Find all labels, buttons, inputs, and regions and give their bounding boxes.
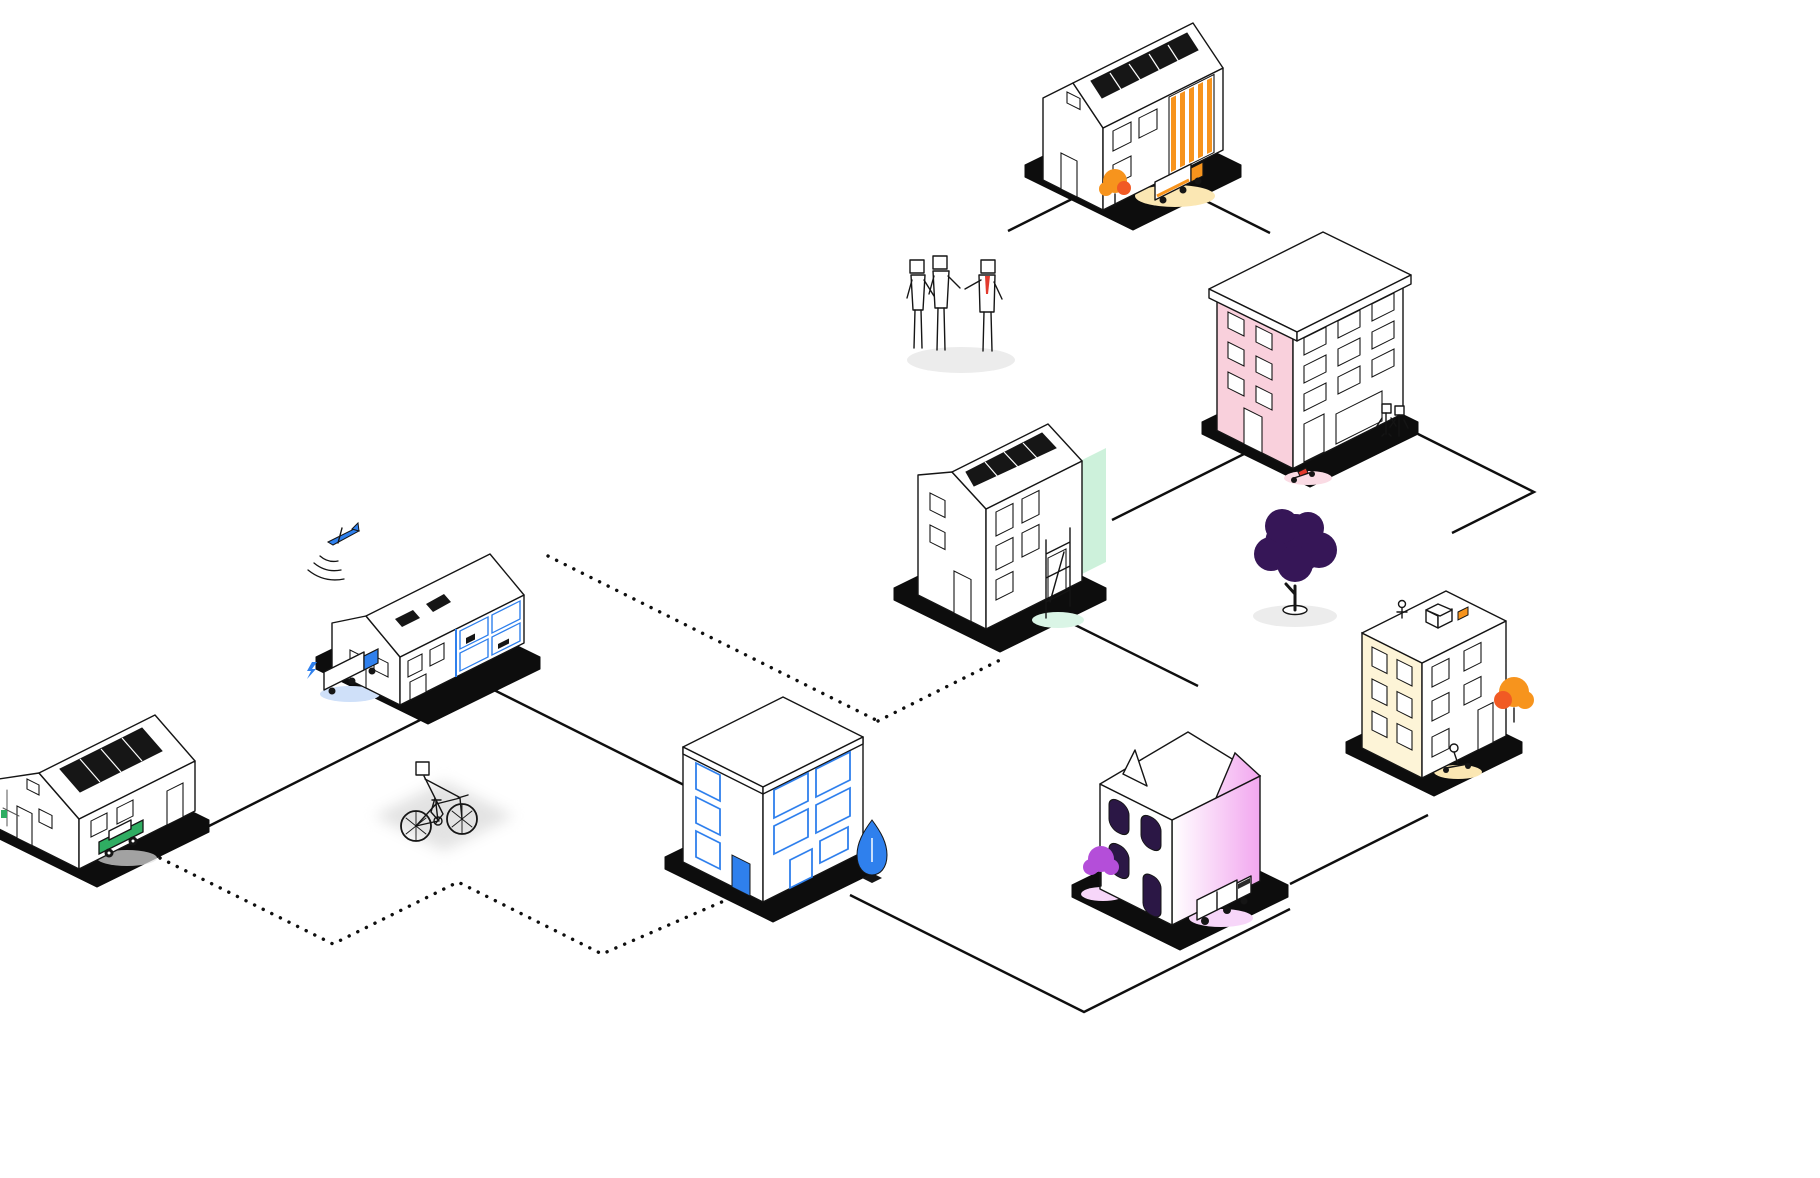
blue-door — [731, 854, 751, 897]
airplane-icon — [307, 521, 361, 581]
scooter — [1291, 467, 1315, 483]
residents — [1376, 403, 1409, 437]
pink-apartment-node — [1192, 231, 1432, 488]
person-middle — [928, 255, 961, 351]
building-body — [682, 696, 864, 903]
rooftop-clutter — [1396, 599, 1469, 629]
rider — [415, 761, 460, 824]
roof-skylight — [426, 594, 451, 612]
tree-base — [1253, 605, 1337, 627]
scooter-rider — [1443, 743, 1471, 773]
front-windows — [1431, 641, 1494, 758]
connector-solid-line — [1417, 432, 1537, 535]
solar-panels — [1090, 32, 1199, 99]
orange-crate — [1457, 606, 1469, 621]
roof-slope — [365, 553, 525, 658]
arched-door — [1142, 873, 1162, 918]
skylight — [1066, 91, 1081, 111]
person-left — [906, 259, 935, 349]
side-door — [953, 570, 972, 623]
mint-rowhouse-node — [888, 392, 1128, 653]
purple-tree-node — [1238, 486, 1353, 636]
ground-shadow — [907, 347, 1015, 373]
scaffold-glow — [1032, 612, 1084, 628]
gable-openings — [929, 492, 972, 623]
rooftop-garden-building-node — [1342, 560, 1534, 800]
connector-solid-line — [1111, 446, 1257, 522]
ground-shadow — [374, 781, 514, 851]
rooftop-person — [1397, 599, 1407, 609]
connector-solid-line — [1289, 813, 1429, 886]
solar-panels — [59, 727, 163, 793]
front-openings — [407, 599, 521, 701]
orange-cladding-stripes — [1171, 77, 1212, 172]
building-body — [1208, 231, 1412, 470]
front-windows — [995, 489, 1067, 601]
front-door — [409, 673, 427, 701]
connector-solid-line — [208, 714, 429, 828]
entrance-door — [1303, 413, 1325, 463]
person-right — [964, 259, 1003, 352]
connector-solid-line — [1052, 612, 1199, 688]
glass-entrance — [789, 847, 813, 890]
front-windows — [1303, 292, 1395, 463]
building-body — [917, 423, 1083, 630]
gable-openings — [16, 778, 53, 847]
connector-solid-line — [483, 683, 701, 795]
solar-house-node — [0, 668, 230, 913]
signal-arcs — [307, 555, 345, 581]
front-door — [1477, 701, 1494, 751]
connector-solid-line — [1007, 193, 1081, 233]
tree-canopy — [1254, 509, 1337, 582]
solar-panels — [965, 432, 1057, 487]
delivery-van — [1196, 875, 1252, 925]
connector-solid-line — [849, 893, 1291, 1014]
renovation-house-node — [1015, 0, 1255, 240]
cutaway-interior — [1, 789, 20, 827]
gable-openings — [1060, 91, 1081, 198]
red-tie — [985, 276, 990, 294]
house-body — [331, 553, 525, 706]
magenta-rowhouse-node — [1065, 722, 1300, 962]
roof-terrace — [1361, 590, 1507, 664]
side-windows — [695, 761, 751, 897]
house-body — [0, 714, 196, 870]
lightning-bolt-icon — [307, 662, 317, 679]
side-windows — [1371, 646, 1413, 751]
blue-flame-bush — [856, 819, 888, 883]
pointed-roof — [1214, 751, 1262, 800]
connector-dotted-line — [546, 554, 880, 723]
tree-trunk — [1284, 582, 1297, 612]
front-openings — [90, 782, 184, 838]
cyclist-node — [362, 722, 527, 877]
smart-house-node — [298, 512, 563, 747]
windshield — [1238, 878, 1250, 889]
violet-tree — [1083, 846, 1119, 887]
door — [1060, 152, 1078, 198]
orange-tree — [1099, 169, 1131, 207]
scaffolding — [1045, 527, 1071, 619]
green-car — [98, 818, 144, 858]
orange-tree — [1494, 677, 1534, 723]
blue-truck — [307, 648, 379, 695]
blue-office-node — [658, 682, 898, 932]
roof-skylight — [395, 610, 420, 627]
people-group-node — [893, 248, 1033, 383]
delivery-truck — [1154, 161, 1204, 204]
bicycle — [400, 794, 478, 842]
front-door — [166, 782, 184, 826]
front-windows — [773, 750, 851, 890]
side-windows — [1227, 311, 1273, 454]
building-body — [1361, 590, 1507, 780]
dormer — [1122, 749, 1148, 787]
